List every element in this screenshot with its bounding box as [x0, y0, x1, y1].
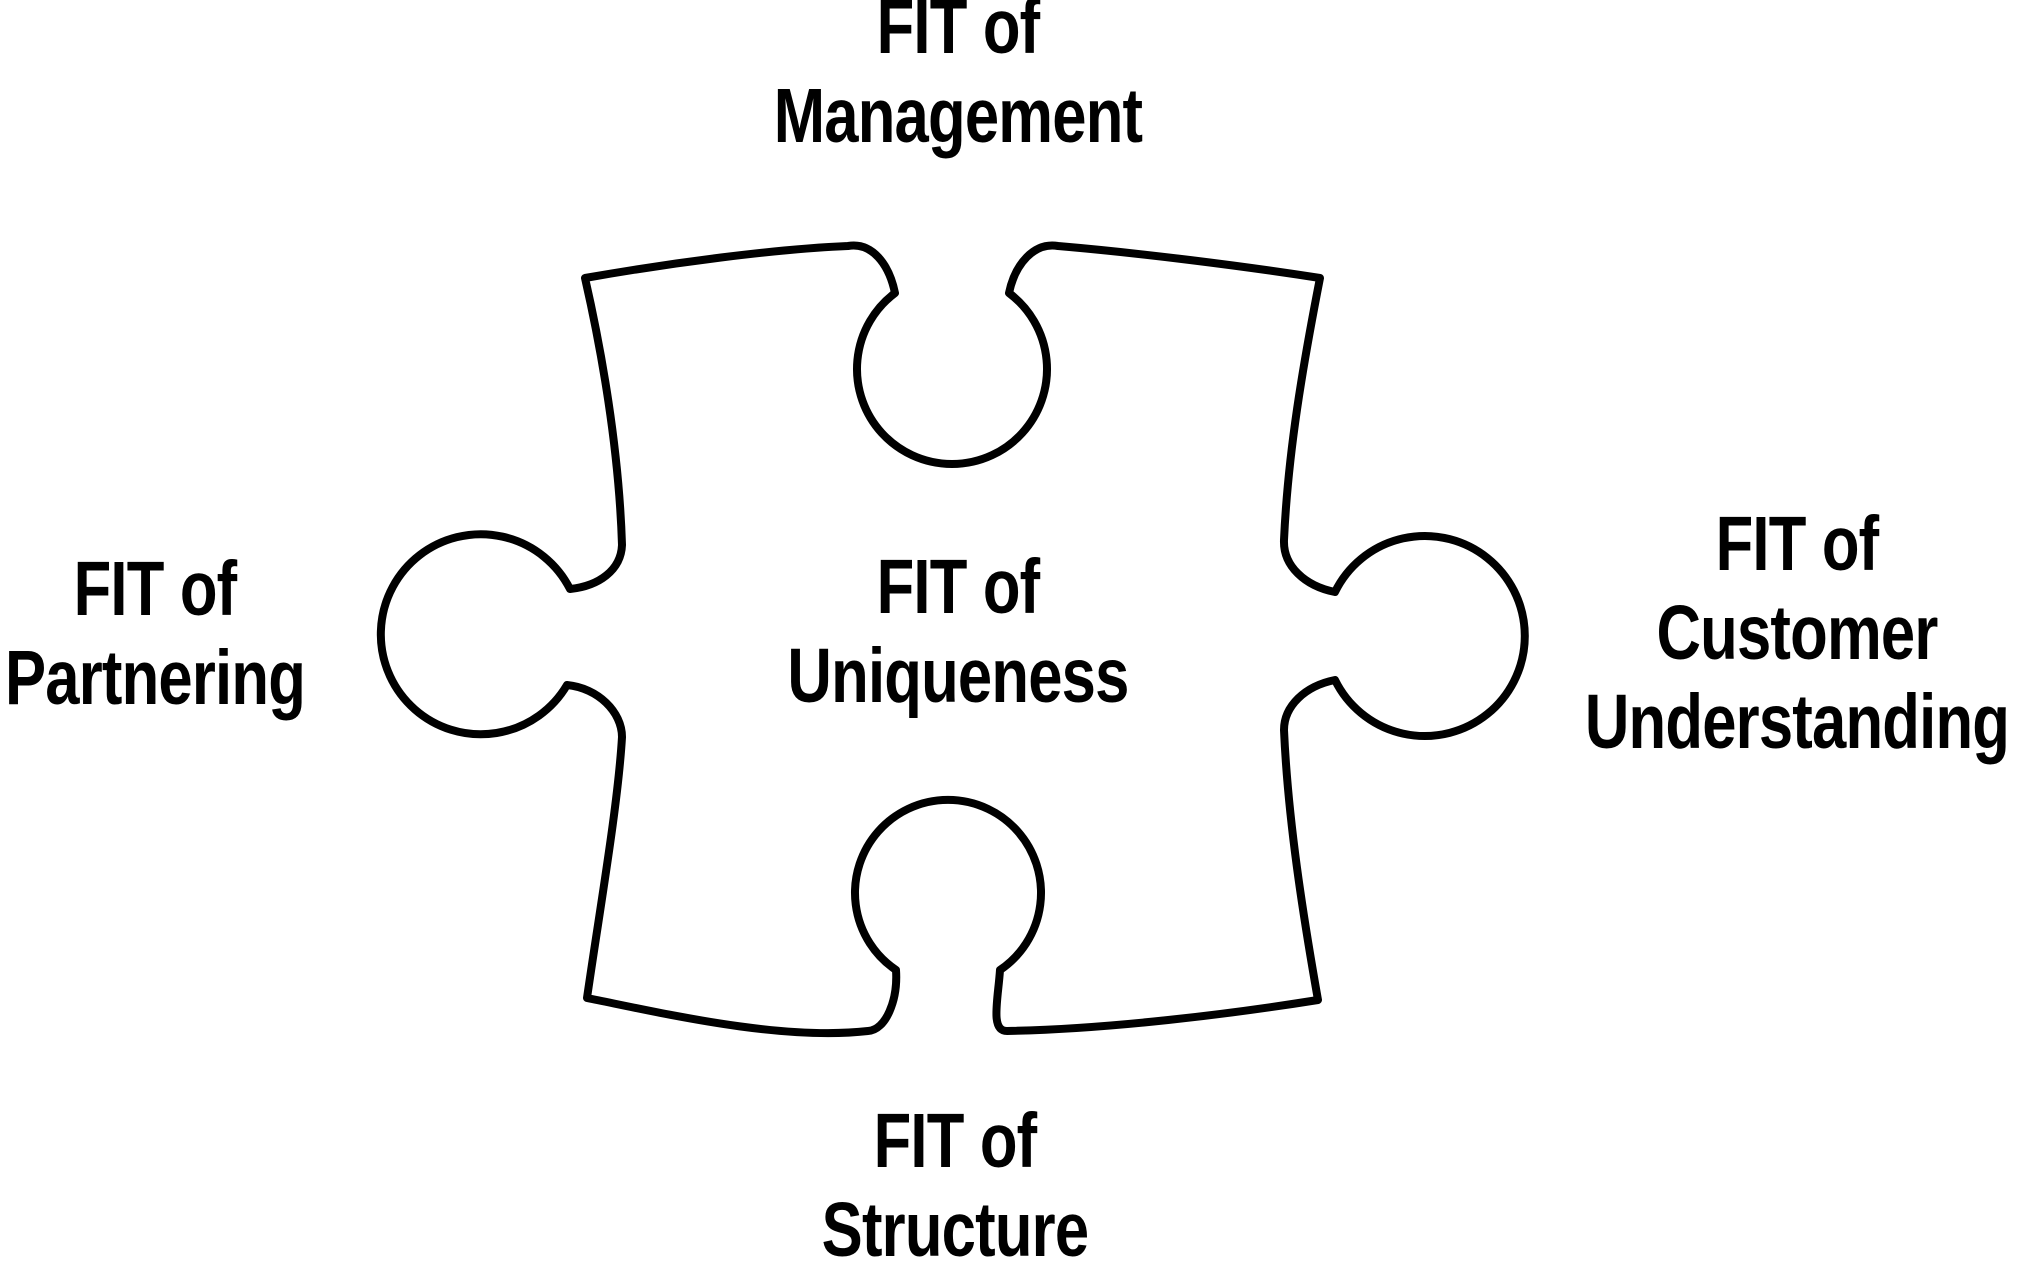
label-line: Partnering: [4, 635, 306, 721]
label-fit-of-structure: FIT of Structure: [715, 1097, 1195, 1266]
label-line: FIT of: [873, 1098, 1038, 1184]
label-line: FIT of: [876, 0, 1041, 70]
label-line: Management: [773, 73, 1143, 159]
puzzle-piece-outline: [376, 241, 1529, 1038]
label-fit-of-management: FIT of Management: [718, 0, 1198, 161]
label-line: Uniqueness: [787, 633, 1129, 719]
label-line: FIT of: [876, 544, 1041, 630]
label-line: Understanding: [1584, 679, 2010, 765]
label-fit-of-uniqueness: FIT of Uniqueness: [718, 543, 1198, 721]
label-fit-of-partnering: FIT of Partnering: [0, 545, 355, 723]
label-line: Structure: [821, 1187, 1089, 1266]
label-line: FIT of: [73, 546, 238, 632]
label-line: FIT of: [1715, 501, 1880, 587]
label-fit-of-customer-understanding: FIT of Customer Understanding: [1557, 500, 2018, 767]
label-line: Customer: [1656, 590, 1938, 676]
